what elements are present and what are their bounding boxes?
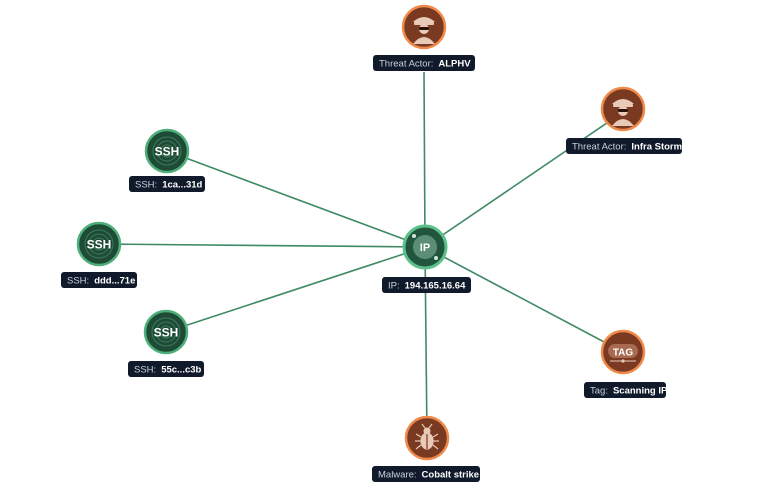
svg-text:Malware:Cobalt strike: Malware: Cobalt strike: [378, 470, 479, 481]
svg-text:IP:194.165.16.64: IP: 194.165.16.64: [388, 281, 466, 292]
fingerprint-icon: [151, 317, 181, 347]
svg-text:Threat Actor:ALPHV: Threat Actor: ALPHV: [379, 59, 471, 70]
bug-icon: [415, 423, 439, 450]
edge-ip-ssh-1ca: [166, 150, 426, 248]
edge-ip-tag-scanning: [424, 246, 624, 353]
node-actor-alphv[interactable]: Threat Actor: ALPHV: [373, 4, 475, 71]
node-key: SSH:: [134, 365, 156, 376]
edge-ip-ssh-ddd: [98, 243, 426, 248]
fingerprint-icon: [152, 136, 182, 166]
node-key: Tag:: [590, 386, 608, 397]
svg-text:SSH:ddd...71e: SSH: ddd...71e: [67, 276, 135, 287]
fingerprint-icon: [84, 229, 114, 259]
node-key: SSH:: [135, 180, 157, 191]
node-value: 194.165.16.64: [405, 281, 466, 292]
node-value: 55c...c3b: [161, 365, 201, 376]
svg-text:Tag:Scanning IP: Tag: Scanning IP: [590, 386, 668, 397]
node-actor-infra-storm[interactable]: Threat Actor: Infra Storm: [566, 86, 682, 154]
svg-text:SSH:1ca...31d: SSH: 1ca...31d: [135, 180, 203, 191]
node-key: Threat Actor:: [379, 59, 433, 70]
node-value: Scanning IP: [613, 386, 668, 397]
tag-icon-text: TAG: [613, 348, 634, 359]
node-key: Malware:: [378, 470, 417, 481]
svg-text:Threat Actor:Infra Storm: Threat Actor: Infra Storm: [572, 142, 682, 153]
hacker-icon: [612, 99, 634, 126]
node-malware-cobalt[interactable]: Malware: Cobalt strike: [372, 415, 480, 482]
ip-icon-text: IP: [420, 242, 430, 254]
ip-icon: [413, 235, 437, 259]
edge-ip-malware-cobalt: [424, 246, 428, 439]
ssh-icon-text: SSH: [154, 326, 179, 340]
hacker-icon: [413, 17, 435, 44]
node-value: 1ca...31d: [162, 180, 202, 191]
tag-icon: [608, 344, 638, 363]
node-ip-center[interactable]: IP IP: 194.165.16.64: [382, 224, 471, 293]
node-ssh-55c[interactable]: SSH SSH: 55c...c3b: [128, 309, 204, 377]
node-ssh-ddd[interactable]: SSH SSH: ddd...71e: [61, 221, 137, 288]
edge-ip-ssh-55c: [165, 246, 426, 333]
edge-ip-actor-alphv: [423, 71, 426, 248]
edge-ip-actor-infra-storm: [424, 111, 624, 248]
ssh-icon-text: SSH: [155, 145, 180, 159]
node-key: Threat Actor:: [572, 142, 626, 153]
node-value: Infra Storm: [631, 142, 682, 153]
node-tag-scanning[interactable]: TAG Tag: Scanning IP: [584, 329, 668, 398]
ssh-icon-text: SSH: [87, 238, 112, 252]
edges: [98, 71, 624, 439]
node-key: SSH:: [67, 276, 89, 287]
node-ssh-1ca[interactable]: SSH SSH: 1ca...31d: [129, 128, 205, 192]
node-value: ddd...71e: [94, 276, 135, 287]
node-key: IP:: [388, 281, 400, 292]
node-value: ALPHV: [438, 59, 471, 70]
node-value: Cobalt strike: [422, 470, 480, 481]
svg-text:SSH:55c...c3b: SSH: 55c...c3b: [134, 365, 202, 376]
